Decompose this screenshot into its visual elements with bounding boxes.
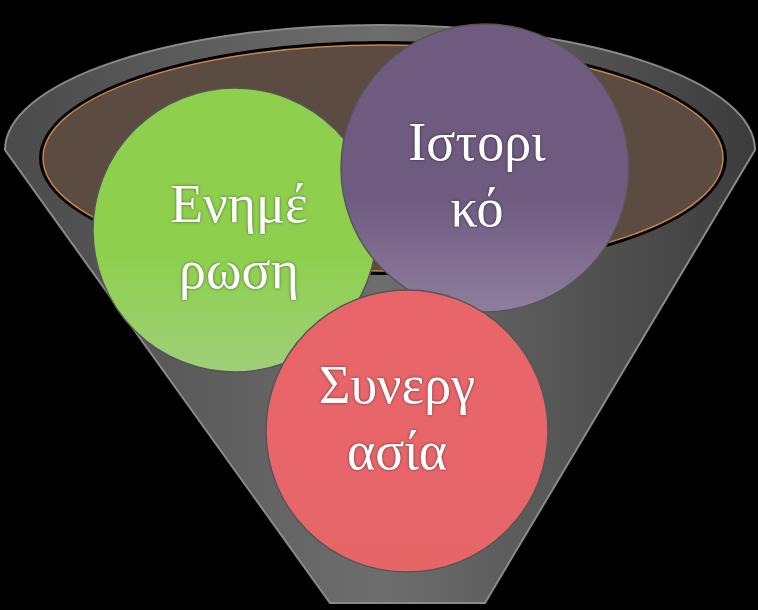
circle-label: Ιστορι κό [408,110,545,242]
circle-content: Ιστορι κό [332,31,622,321]
circle-fill [341,24,629,312]
funnel-body [5,25,755,603]
circle-label: Ενημέ ρωση [170,172,307,304]
topic-circle: Συνεργ ασία [265,289,549,573]
circle-fill [266,290,548,572]
circle-label: Συνεργ ασία [319,353,475,485]
topic-circle: Ιστορι κό [340,23,630,313]
circle-content: Συνεργ ασία [255,277,539,561]
